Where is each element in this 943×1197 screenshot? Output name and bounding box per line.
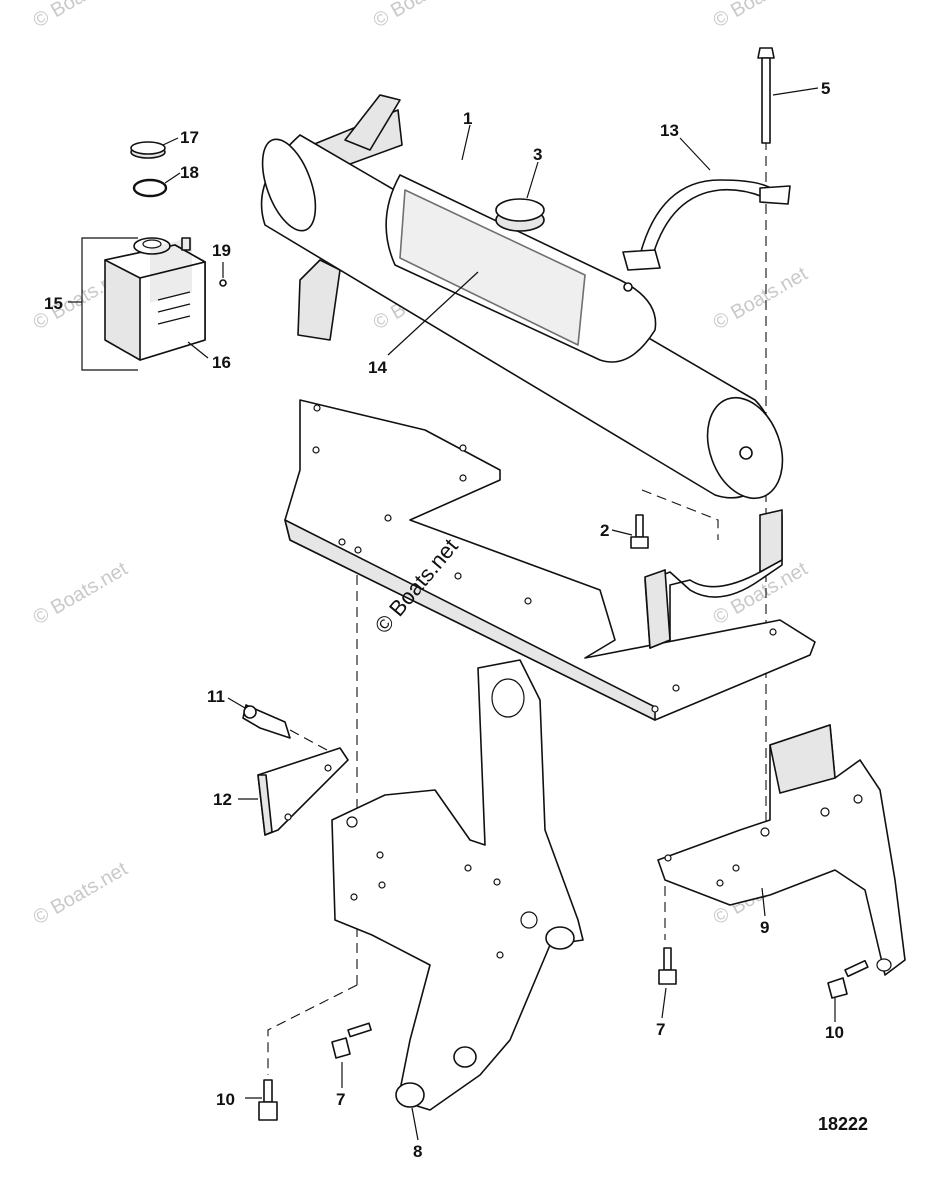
watermark-text: © Boats.net xyxy=(30,858,132,930)
callout-3: 3 xyxy=(533,145,542,164)
callout-19: 19 xyxy=(212,241,231,260)
callout-11: 11 xyxy=(207,687,225,706)
callout-7-right: 7 xyxy=(656,1020,665,1039)
callout-16: 16 xyxy=(212,353,231,372)
part-13-strap xyxy=(622,179,791,271)
part-9-side-bracket xyxy=(657,724,906,976)
watermark-text: © Boats.net xyxy=(710,0,812,32)
watermark-text: © Boats.net xyxy=(30,0,132,32)
callout-18: 18 xyxy=(180,163,199,182)
callout-12: 12 xyxy=(213,790,232,809)
part-8-mount-bracket xyxy=(331,659,584,1111)
guide-line-bolt-10-lower xyxy=(267,984,358,1075)
part-3-cap xyxy=(495,198,545,232)
callout-13: 13 xyxy=(660,121,679,140)
watermark-text: © Boats.net xyxy=(30,558,132,630)
callout-2: 2 xyxy=(600,521,609,540)
callout-15: 15 xyxy=(44,294,63,313)
callout-5: 5 xyxy=(821,79,830,98)
part-2-bolt xyxy=(630,514,649,549)
part-12-clip xyxy=(257,747,349,836)
part-18-o-ring xyxy=(132,178,168,198)
guide-line-bolt-2 xyxy=(641,489,719,540)
watermark-text: © Boats.net xyxy=(710,263,812,335)
callout-10-left: 10 xyxy=(216,1090,235,1109)
cradle-supports xyxy=(644,509,783,649)
callout-17: 17 xyxy=(180,128,199,147)
callout-9: 9 xyxy=(760,918,769,937)
callout-1: 1 xyxy=(463,109,472,128)
callout-leaders xyxy=(68,87,836,1141)
part-19-screw xyxy=(219,279,227,287)
watermark-text: © Boats.net xyxy=(370,0,472,32)
callout-14: 14 xyxy=(368,358,387,377)
callout-8: 8 xyxy=(413,1142,422,1161)
part-11-fitting xyxy=(242,704,291,739)
part-1-heat-exchanger xyxy=(260,94,784,500)
guide-line-fitting-11 xyxy=(289,729,341,758)
callout-labels: 1 2 3 5 7 7 8 9 10 10 11 12 13 14 15 16 … xyxy=(44,79,844,1161)
mounting-plate xyxy=(284,399,816,721)
part-10-bolt-right xyxy=(827,959,869,999)
callout-10-right: 10 xyxy=(825,1023,844,1042)
part-7-bolt-left xyxy=(331,1022,372,1059)
part-17-seal xyxy=(130,141,166,159)
part-7-bolt-right xyxy=(658,947,677,985)
part-16-reservoir xyxy=(104,237,206,361)
part-5-bolt xyxy=(757,47,775,144)
figure-number: 18222 xyxy=(818,1114,868,1134)
callout-7-left: 7 xyxy=(336,1090,345,1109)
part-10-bolt-left xyxy=(258,1079,278,1121)
kit-15-bracket xyxy=(81,237,138,371)
